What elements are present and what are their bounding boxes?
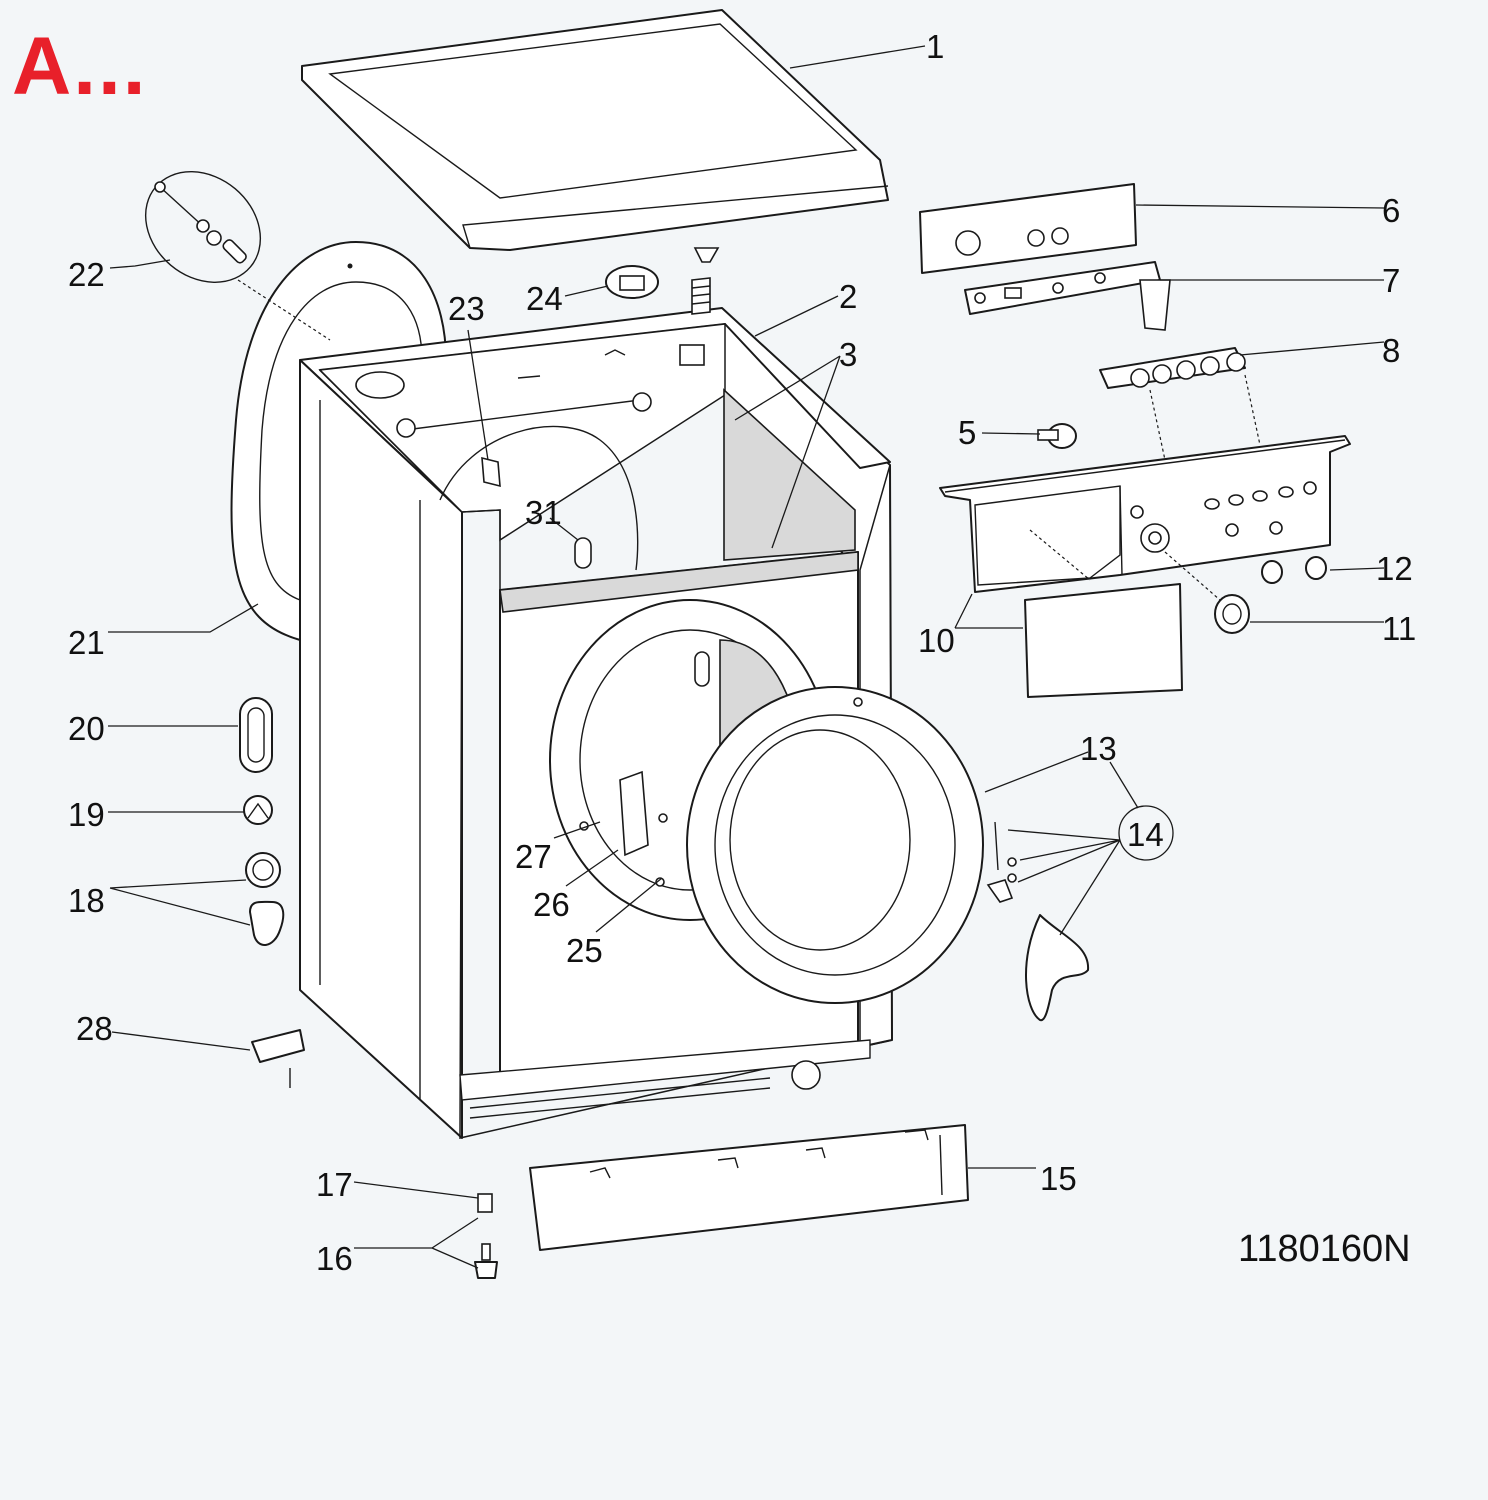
part-7-electronic-board	[964, 261, 1171, 331]
callout-numbers: 1 2 3 5 6 7 8 10 11 12 13 14 15 16 17 18…	[68, 28, 1416, 1277]
callout-6: 6	[1382, 192, 1400, 229]
part-12-knobs	[1261, 556, 1327, 584]
part-20-seal	[239, 697, 273, 773]
callout-13: 13	[1080, 730, 1117, 767]
callout-28: 28	[76, 1010, 113, 1047]
callout-26: 26	[533, 886, 570, 923]
callout-3: 3	[839, 336, 857, 373]
corner-label: A...	[12, 21, 148, 112]
callout-14: 14	[1127, 816, 1164, 853]
callout-10: 10	[918, 622, 955, 659]
part-14-hinge-parts	[986, 821, 1090, 1022]
callout-8: 8	[1382, 332, 1400, 369]
part-24-clamp	[605, 247, 720, 315]
part-5-valve	[1037, 423, 1077, 449]
part-22-screw-assembly	[144, 171, 262, 283]
callout-24: 24	[526, 280, 563, 317]
callout-12: 12	[1376, 550, 1413, 587]
callout-23: 23	[448, 290, 485, 327]
callout-16: 16	[316, 1240, 353, 1277]
callout-31: 31	[525, 494, 562, 531]
callout-17: 17	[316, 1166, 353, 1203]
callout-15: 15	[1040, 1160, 1077, 1197]
drawing-code: 1180160N	[1238, 1228, 1411, 1270]
part-19-clip	[243, 795, 273, 825]
part-15-plinth	[529, 1124, 969, 1251]
part-28-bracket	[251, 1029, 305, 1088]
callout-19: 19	[68, 796, 105, 833]
part-13-door	[686, 686, 984, 1004]
callout-18: 18	[68, 882, 105, 919]
part-1-top-lid	[301, 9, 889, 251]
callout-1: 1	[926, 28, 944, 65]
callout-5: 5	[958, 414, 976, 451]
part-8-button-strip	[1099, 347, 1261, 461]
control-panel-fascia	[939, 435, 1351, 601]
callout-2: 2	[839, 278, 857, 315]
callout-11: 11	[1382, 610, 1416, 647]
callout-22: 22	[68, 256, 105, 293]
part-6-control-board	[919, 183, 1137, 274]
callout-27: 27	[515, 838, 552, 875]
callout-21: 21	[68, 624, 105, 661]
callout-20: 20	[68, 710, 105, 747]
part-18-filter	[245, 852, 285, 946]
part-11-knob	[1214, 594, 1250, 634]
part-16-foot	[474, 1243, 498, 1279]
part-10-drawer-front	[1024, 583, 1183, 698]
callout-25: 25	[566, 932, 603, 969]
callout-7: 7	[1382, 262, 1400, 299]
part-17-spring	[477, 1193, 493, 1213]
leader-lines	[108, 45, 1385, 1269]
